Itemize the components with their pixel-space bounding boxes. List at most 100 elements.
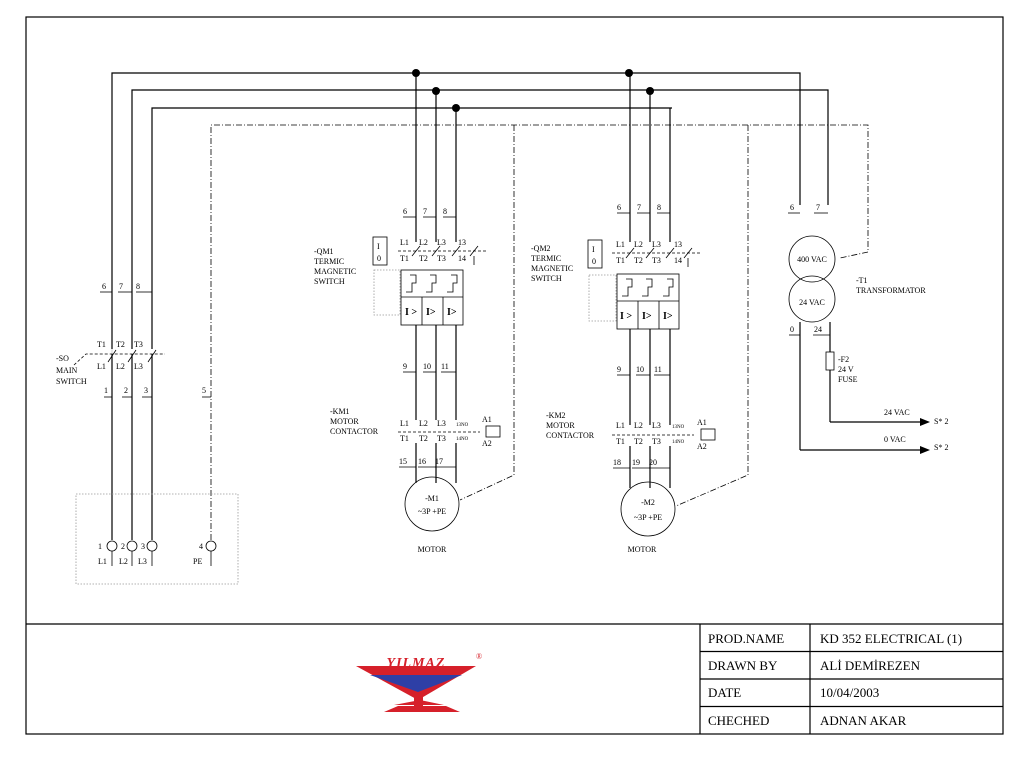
- qm1-termic-magnetic-switch: 6 7 8 I 0 L1 L2 L3 13 T1 T2 T3 14 -QM1 T…: [314, 207, 486, 420]
- svg-text:13: 13: [674, 240, 682, 249]
- svg-text:19: 19: [632, 458, 640, 467]
- svg-text:9: 9: [617, 365, 621, 374]
- transformer-t1: 6 7 400 VAC 24 VAC -T1 TRANSFORMATOR 0 2…: [788, 203, 926, 450]
- svg-text:L3: L3: [138, 557, 147, 566]
- svg-text:13: 13: [458, 238, 466, 247]
- trip-units: I > I> I>: [400, 269, 464, 326]
- km2-tag: -KM2: [546, 411, 566, 420]
- secondary-winding: [788, 275, 836, 323]
- svg-text:TRANSFORMATOR: TRANSFORMATOR: [856, 286, 926, 295]
- terminal-l2: [126, 540, 138, 552]
- output-24vac: 24 VAC S* 2: [830, 408, 948, 426]
- svg-text:T3: T3: [437, 434, 446, 443]
- terminal-l1: [106, 540, 118, 552]
- svg-text:CONTACTOR: CONTACTOR: [330, 427, 379, 436]
- svg-text:T1: T1: [616, 437, 625, 446]
- svg-text:A1: A1: [482, 415, 492, 424]
- terminal-l3: [146, 540, 158, 552]
- svg-text:FUSE: FUSE: [838, 375, 858, 384]
- svg-text:7: 7: [423, 207, 427, 216]
- wire-numbers-top: 6 7 8: [102, 282, 140, 291]
- svg-text:6: 6: [790, 203, 794, 212]
- row-label: DRAWN BY: [708, 658, 778, 673]
- svg-text:13NO: 13NO: [456, 423, 469, 428]
- svg-text:TERMIC: TERMIC: [531, 254, 561, 263]
- svg-text:L3: L3: [134, 362, 143, 371]
- svg-text:3: 3: [144, 386, 148, 395]
- svg-text:T2: T2: [419, 434, 428, 443]
- main-switch-so: 6 7 8 T1 T2 T3 L1 L2 L3 -SO MAIN SWITCH …: [56, 282, 211, 540]
- svg-text:11: 11: [654, 365, 662, 374]
- logo-wordmark: YILMAZ: [387, 656, 446, 671]
- busbar-l1: [111, 72, 801, 400]
- svg-text:L2: L2: [419, 419, 428, 428]
- svg-text:1: 1: [98, 542, 102, 551]
- svg-text:9: 9: [403, 362, 407, 371]
- svg-text:L1: L1: [400, 238, 409, 247]
- contactor-coil: [485, 425, 501, 438]
- svg-text:L2: L2: [116, 362, 125, 371]
- svg-text:24 V: 24 V: [838, 365, 854, 374]
- qm1-tag: -QM1: [314, 247, 334, 256]
- junction-dot: [625, 69, 633, 77]
- svg-text:-F2: -F2: [838, 355, 849, 364]
- svg-text:S* 2: S* 2: [934, 443, 948, 452]
- row-value: 10/04/2003: [820, 685, 879, 700]
- svg-text:24: 24: [814, 325, 822, 334]
- busbar-l3: [151, 107, 672, 400]
- row-label: DATE: [708, 685, 741, 700]
- svg-text:T2: T2: [634, 437, 643, 446]
- km1-motor-contactor: -KM1 MOTOR CONTACTOR L1 L2 L3 13NO T1 T2…: [330, 407, 501, 483]
- svg-text:SWITCH: SWITCH: [314, 277, 345, 286]
- svg-text:SWITCH: SWITCH: [531, 274, 562, 283]
- junction-dot: [646, 87, 654, 95]
- junction-dot: [432, 87, 440, 95]
- svg-text:L1: L1: [400, 419, 409, 428]
- svg-text:L1: L1: [97, 362, 106, 371]
- svg-text:-M2: -M2: [641, 498, 655, 507]
- title-row-checked: CHECHED ADNAN AKAR: [708, 713, 907, 728]
- logo-blue-band: [370, 675, 462, 692]
- svg-text:MAIN: MAIN: [56, 366, 78, 375]
- svg-text:L2: L2: [119, 557, 128, 566]
- svg-text:0: 0: [592, 257, 596, 266]
- power-busbars: [111, 69, 829, 400]
- svg-text:T1: T1: [616, 256, 625, 265]
- svg-text:I: I: [377, 242, 380, 251]
- row-value: KD 352 ELECTRICAL (1): [820, 631, 962, 646]
- svg-text:10: 10: [423, 362, 431, 371]
- svg-text:SWITCH: SWITCH: [56, 377, 87, 386]
- protective-earth-lines: [210, 124, 869, 540]
- svg-text:L1: L1: [616, 421, 625, 430]
- svg-text:I: I: [592, 245, 595, 254]
- svg-text:T3: T3: [437, 254, 446, 263]
- title-row-drawn-by: DRAWN BY ALİ DEMİREZEN: [708, 658, 921, 673]
- svg-text:13NO: 13NO: [672, 425, 685, 430]
- svg-text:7: 7: [637, 203, 641, 212]
- km2-motor-contactor: -KM2 MOTOR CONTACTOR L1 L2 L3 13NO T1 T2…: [546, 411, 716, 488]
- wire-numbers-bottom: 1 2 3 5: [104, 386, 206, 395]
- svg-text:PE: PE: [193, 557, 202, 566]
- svg-text:TERMIC: TERMIC: [314, 257, 344, 266]
- title-row-date: DATE 10/04/2003: [708, 685, 879, 700]
- svg-text:I >: I >: [405, 307, 417, 318]
- terminal-pe: [205, 540, 217, 552]
- svg-text:T2: T2: [634, 256, 643, 265]
- svg-text:T3: T3: [652, 256, 661, 265]
- svg-text:MOTOR: MOTOR: [628, 545, 657, 554]
- svg-text:MAGNETIC: MAGNETIC: [314, 267, 356, 276]
- svg-text:L1: L1: [616, 240, 625, 249]
- primary-winding: [788, 235, 836, 283]
- svg-text:I>: I>: [642, 311, 652, 322]
- svg-text:L2: L2: [419, 238, 428, 247]
- svg-text:14: 14: [458, 254, 466, 263]
- row-label: PROD.NAME: [708, 631, 784, 646]
- svg-text:14: 14: [674, 256, 682, 265]
- svg-text:2: 2: [121, 542, 125, 551]
- svg-text:8: 8: [657, 203, 661, 212]
- svg-text:7: 7: [119, 282, 123, 291]
- svg-text:CONTACTOR: CONTACTOR: [546, 431, 595, 440]
- svg-text:T2: T2: [116, 340, 125, 349]
- so-tag: -SO: [56, 354, 69, 363]
- svg-text:MAGNETIC: MAGNETIC: [531, 264, 573, 273]
